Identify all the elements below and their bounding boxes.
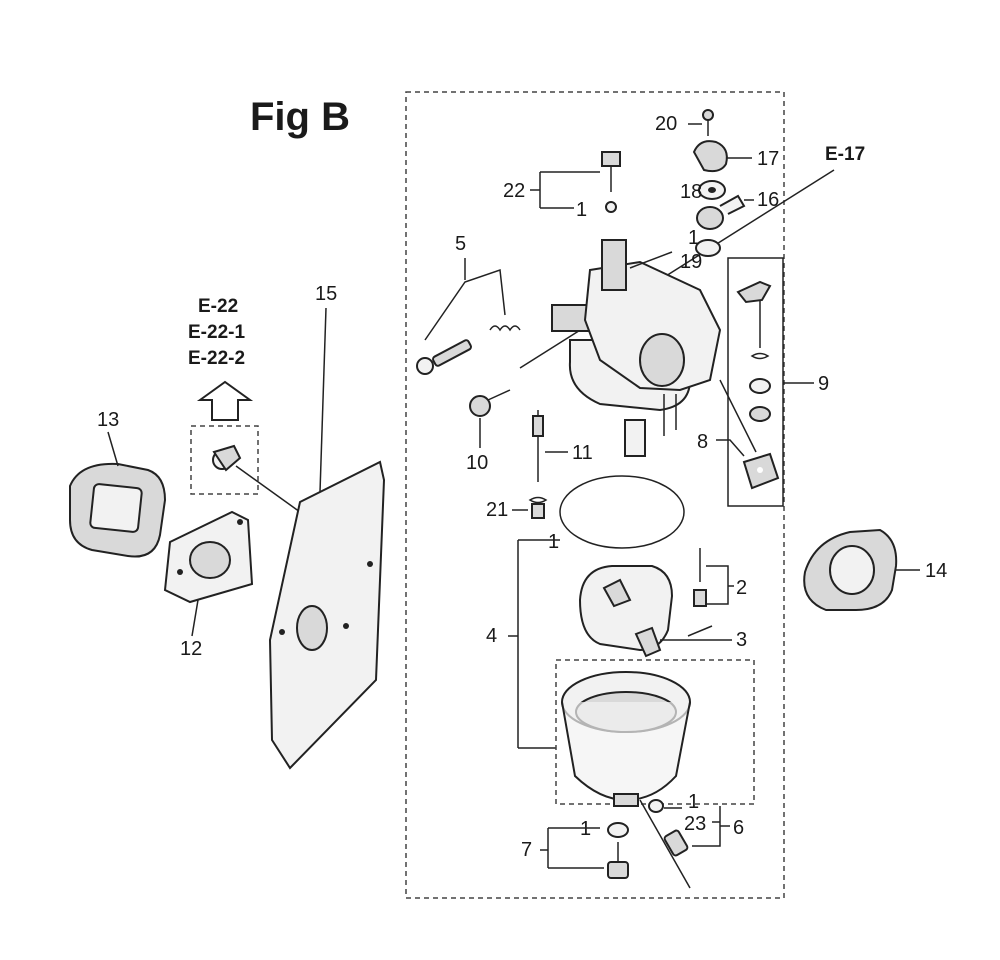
part-12-gasket <box>163 510 254 604</box>
part-5-screw-spring <box>416 325 521 375</box>
callout-2: 2 <box>736 577 747 599</box>
part-17-lever <box>692 140 728 173</box>
part-2-needle-valve <box>693 548 707 607</box>
part-18-washer <box>698 180 726 200</box>
callout-19: 19 <box>680 251 702 273</box>
ref-e17-leader <box>519 169 835 369</box>
part-11-main-jet <box>532 410 544 482</box>
breather-detail-box <box>190 425 259 495</box>
callout-14: 14 <box>925 560 947 582</box>
part-15-plate <box>268 460 386 770</box>
callout-12: 12 <box>180 638 202 660</box>
part-9-group-box <box>727 257 784 507</box>
ref-e22-2: E-22-2 <box>188 348 245 369</box>
callout-23: 23 <box>684 813 706 835</box>
float-chamber-bowl <box>561 671 691 807</box>
part-7-bolt <box>607 822 629 879</box>
carburetor-assembly-boundary <box>405 91 785 899</box>
callout-8: 8 <box>697 431 708 453</box>
callout-18: 18 <box>680 181 702 203</box>
part-14-insulator <box>803 528 898 611</box>
part-3-float-pin <box>687 625 713 637</box>
callout-15: 15 <box>315 283 337 305</box>
callout-4: 4 <box>486 625 497 647</box>
callout-7: 7 <box>521 839 532 861</box>
ref-e22-1: E-22-1 <box>188 322 245 343</box>
callout-9: 9 <box>818 373 829 395</box>
callout-22: 22 <box>503 180 525 202</box>
callout-1a: 1 <box>576 199 587 221</box>
part-16-spring <box>696 194 746 230</box>
callout-1c: 1 <box>548 531 559 553</box>
callout-1d: 1 <box>688 791 699 813</box>
part-20-screw <box>702 109 714 136</box>
callout-1e: 1 <box>580 818 591 840</box>
part-10-screw <box>469 389 511 417</box>
part-19-seal <box>695 239 721 257</box>
callout-11: 11 <box>572 442 593 464</box>
figure-title: Fig B <box>250 95 350 139</box>
callout-10: 10 <box>466 452 488 474</box>
part-6-drain-screw <box>648 799 689 857</box>
callout-17: 17 <box>757 148 779 170</box>
part-21-jet <box>528 496 548 519</box>
callout-5: 5 <box>455 233 466 255</box>
part-9-throttle-parts <box>736 280 780 490</box>
part-1-o-ring <box>559 475 685 549</box>
callout-3: 3 <box>736 629 747 651</box>
part-13-insulator <box>69 462 167 558</box>
up-arrow-icon <box>196 380 254 421</box>
carburetor-body <box>551 239 722 457</box>
callout-16: 16 <box>757 189 779 211</box>
float-part <box>578 565 674 658</box>
ref-e17: E-17 <box>825 144 865 165</box>
callout-6: 6 <box>733 817 744 839</box>
callout-20: 20 <box>655 113 677 135</box>
callout-13: 13 <box>97 409 119 431</box>
callout-21: 21 <box>486 499 508 521</box>
breather-fitting-part <box>212 444 242 472</box>
callout-1b: 1 <box>688 227 699 249</box>
ref-e22: E-22 <box>198 296 238 317</box>
part-22-screw <box>601 151 621 213</box>
